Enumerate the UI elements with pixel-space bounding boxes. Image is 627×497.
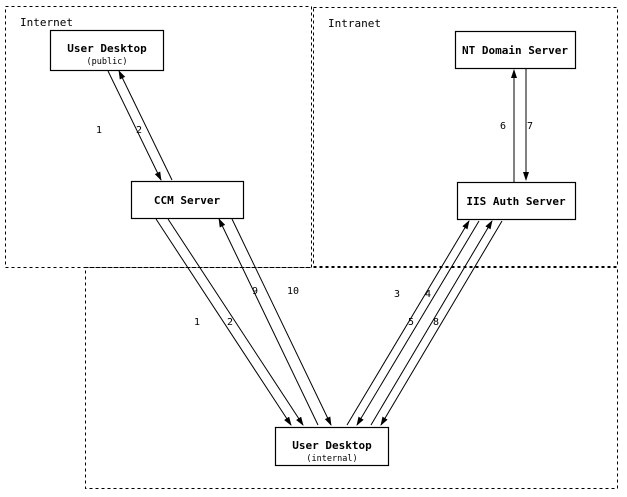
node-iis-auth-server-box[interactable] (456, 181, 577, 221)
flow-line-1 (107, 70, 162, 181)
flow-label-2b: 2 (227, 317, 233, 328)
flow-label-7: 7 (527, 121, 533, 132)
node-user-desktop-public-title: User Desktop (67, 42, 147, 55)
flow-label-4: 4 (425, 289, 431, 300)
flow-label-3: 3 (394, 289, 400, 300)
node-user-desktop-public-box[interactable] (49, 29, 165, 72)
zone-internet-label: Internet (20, 16, 73, 29)
flow-label-2: 2 (136, 125, 142, 136)
flow-line-2 (118, 70, 173, 181)
node-user-desktop-public-subtitle: (public) (87, 57, 128, 67)
node-user-desktop-public[interactable]: User Desktop (public) (49, 29, 165, 72)
flow-label-1b: 1 (194, 317, 200, 328)
flow-label-5: 5 (408, 317, 414, 328)
flow-line-8 (380, 220, 503, 426)
zone-intranet-label: Intranet (328, 17, 381, 30)
node-nt-domain-server-box[interactable] (454, 30, 577, 70)
zone-internal (85, 267, 618, 489)
node-nt-domain-server-title: NT Domain Server (462, 44, 568, 57)
flow-line-4 (356, 220, 480, 426)
node-user-desktop-internal-subtitle: (internal) (306, 454, 357, 464)
flow-line-5 (370, 220, 493, 426)
flow-label-1: 1 (96, 125, 102, 136)
flow-label-6: 6 (500, 121, 506, 132)
node-ccm-server-box[interactable] (130, 180, 245, 220)
node-iis-auth-server-title: IIS Auth Server (466, 195, 566, 208)
node-user-desktop-internal-title: User Desktop (292, 439, 372, 452)
node-ccm-server[interactable]: CCM Server (130, 180, 245, 220)
node-nt-domain-server[interactable]: NT Domain Server (454, 30, 577, 70)
flow-line-9 (218, 218, 319, 426)
node-iis-auth-server[interactable]: IIS Auth Server (456, 181, 577, 221)
node-user-desktop-internal[interactable]: User Desktop (internal) (274, 426, 390, 467)
flow-line-10 (231, 218, 332, 426)
flow-line-1b (155, 218, 292, 426)
flow-label-10: 10 (287, 286, 299, 297)
node-ccm-server-title: CCM Server (154, 194, 221, 207)
zone-internal-border (85, 267, 618, 489)
flow-line-2b (167, 218, 304, 426)
flow-label-8: 8 (433, 317, 439, 328)
flow-label-9: 9 (252, 286, 258, 297)
node-user-desktop-internal-box[interactable] (274, 426, 390, 467)
flow-line-3 (346, 220, 470, 426)
